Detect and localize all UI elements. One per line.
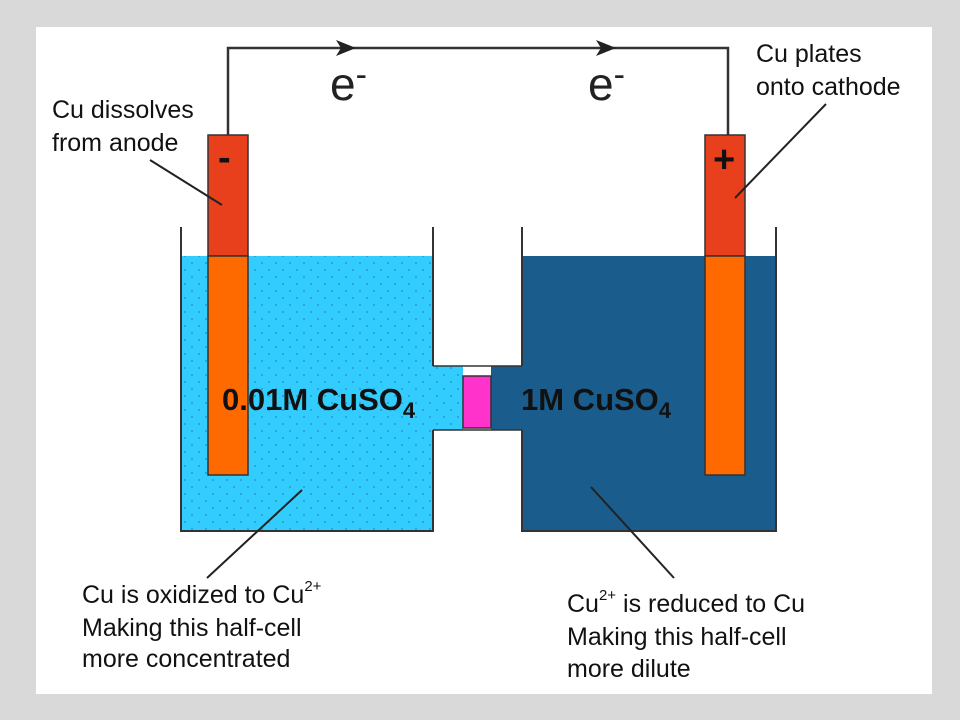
right-cell-pointer-line [590, 486, 675, 579]
cathode-annotation: Cu plates onto cathode [756, 40, 901, 101]
cathode-electrode [704, 255, 746, 476]
left-solution-label: 0.01M CuSO4 [222, 382, 416, 423]
salt-bridge [462, 375, 492, 429]
electron-label-left: e- [330, 56, 367, 110]
cathode-sign: + [713, 139, 735, 181]
electron-flow-arrow-left [336, 40, 356, 56]
left-beaker-wall [180, 227, 434, 532]
electron-label-right: e- [588, 56, 625, 110]
right-cell-annotation: Cu2+ is reduced to Cu Making this half-c… [567, 587, 812, 683]
anode-pointer-line [149, 159, 223, 206]
left-cell-annotation: Cu is oxidized to Cu2+ Making this half-… [82, 569, 328, 673]
cathode-pointer-line [734, 103, 827, 199]
anode-annotation: Cu dissolves from anode [52, 96, 201, 157]
right-solution-label: 1M CuSO4 [521, 382, 672, 423]
electron-flow-arrow-right [596, 40, 616, 56]
external-wire [226, 46, 730, 135]
right-beaker-wall [521, 227, 777, 532]
anode-electrode [207, 255, 249, 476]
anode-sign: - [218, 137, 231, 179]
left-cell-pointer-line [206, 489, 303, 579]
left-solution-dots [181, 256, 463, 531]
